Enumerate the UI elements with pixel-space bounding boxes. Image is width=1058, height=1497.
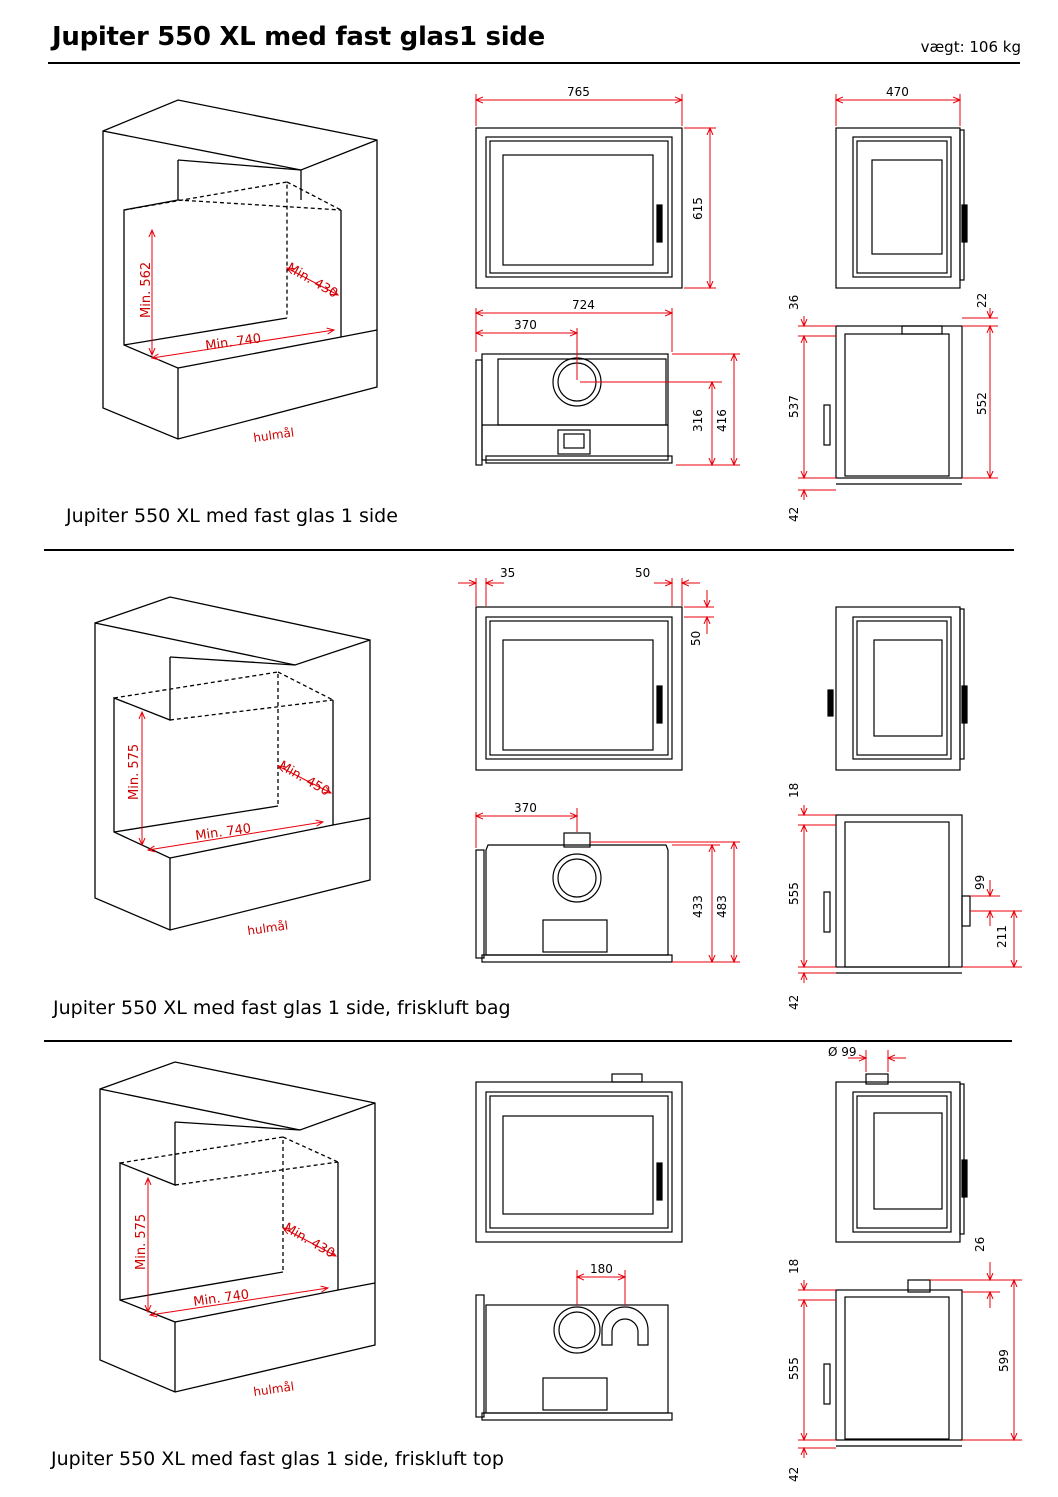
dim-370b: 370 xyxy=(514,801,537,815)
side-view-2 xyxy=(827,606,968,771)
dim-50a: 50 xyxy=(635,566,650,580)
dim-370: 370 xyxy=(514,318,537,332)
dim-phi99: Ø 99 xyxy=(828,1045,857,1059)
dim-416: 416 xyxy=(715,409,729,432)
iso-1-height: Min. 562 xyxy=(139,262,154,318)
iso-2-width: Min. 740 xyxy=(194,821,252,844)
side-view-1 xyxy=(835,127,968,289)
side-view-3 xyxy=(835,1073,968,1243)
iso-3-width: Min. 740 xyxy=(192,1287,250,1310)
iso-1-width: Min. 740 xyxy=(204,331,262,354)
front-view-3 xyxy=(475,1073,683,1243)
iso-2-height: Min. 575 xyxy=(127,744,142,800)
dim-483: 483 xyxy=(715,895,729,918)
iso-dims-1 xyxy=(152,230,338,358)
dim-18b: 18 xyxy=(787,1259,801,1274)
dim-724: 724 xyxy=(572,298,595,312)
dim-42b: 42 xyxy=(787,995,801,1010)
divider-2 xyxy=(44,1040,1012,1042)
dim-42c: 42 xyxy=(787,1467,801,1482)
weight-label: vægt: 106 kg xyxy=(920,38,1021,56)
dim-211: 211 xyxy=(995,925,1009,948)
dim-615: 615 xyxy=(691,197,705,220)
iso-3-label: hulmål xyxy=(252,1379,294,1399)
top-view-2 xyxy=(475,832,673,963)
dim-433: 433 xyxy=(691,895,705,918)
section-3-caption: Jupiter 550 XL med fast glas 1 side, fri… xyxy=(51,1448,504,1470)
dim-42a: 42 xyxy=(787,507,801,522)
side-section-3 xyxy=(823,1279,963,1447)
iso-1-depth: Min. 430 xyxy=(284,260,340,301)
page-title: Jupiter 550 XL med fast glas1 side xyxy=(52,22,545,52)
dim-537: 537 xyxy=(787,395,801,418)
dim-18a: 18 xyxy=(787,783,801,798)
dim-316: 316 xyxy=(691,409,705,432)
dim-22: 22 xyxy=(975,293,989,308)
dim-470: 470 xyxy=(886,85,909,99)
dim-555b: 555 xyxy=(787,1357,801,1380)
dim-50b: 50 xyxy=(689,631,703,646)
side-section-2 xyxy=(823,814,971,974)
iso-3-depth: Min. 430 xyxy=(281,1220,337,1261)
section-1-caption: Jupiter 550 XL med fast glas 1 side xyxy=(66,505,398,527)
front-view-1 xyxy=(475,127,683,289)
iso-2-label: hulmål xyxy=(246,918,288,938)
divider-1 xyxy=(44,549,1014,551)
iso-2-depth: Min. 450 xyxy=(276,758,332,799)
dim-99a: 99 xyxy=(973,875,987,890)
top-view-3 xyxy=(475,1294,673,1421)
dim-180: 180 xyxy=(590,1262,613,1276)
dim-36: 36 xyxy=(787,295,801,310)
dim-765: 765 xyxy=(567,85,590,99)
side-section-1 xyxy=(823,325,963,485)
dim-35: 35 xyxy=(500,566,515,580)
dim-599: 599 xyxy=(997,1349,1011,1372)
dim-552: 552 xyxy=(975,392,989,415)
section-2-caption: Jupiter 550 XL med fast glas 1 side, fri… xyxy=(53,997,511,1019)
front-view-2 xyxy=(475,606,683,771)
header-rule xyxy=(48,62,1020,64)
iso-1-label: hulmål xyxy=(252,425,294,445)
top-view-1 xyxy=(475,353,673,466)
dim-26: 26 xyxy=(973,1237,987,1252)
dim-555a: 555 xyxy=(787,882,801,905)
iso-3-height: Min. 575 xyxy=(134,1214,149,1270)
iso-niche-1 xyxy=(102,99,378,440)
